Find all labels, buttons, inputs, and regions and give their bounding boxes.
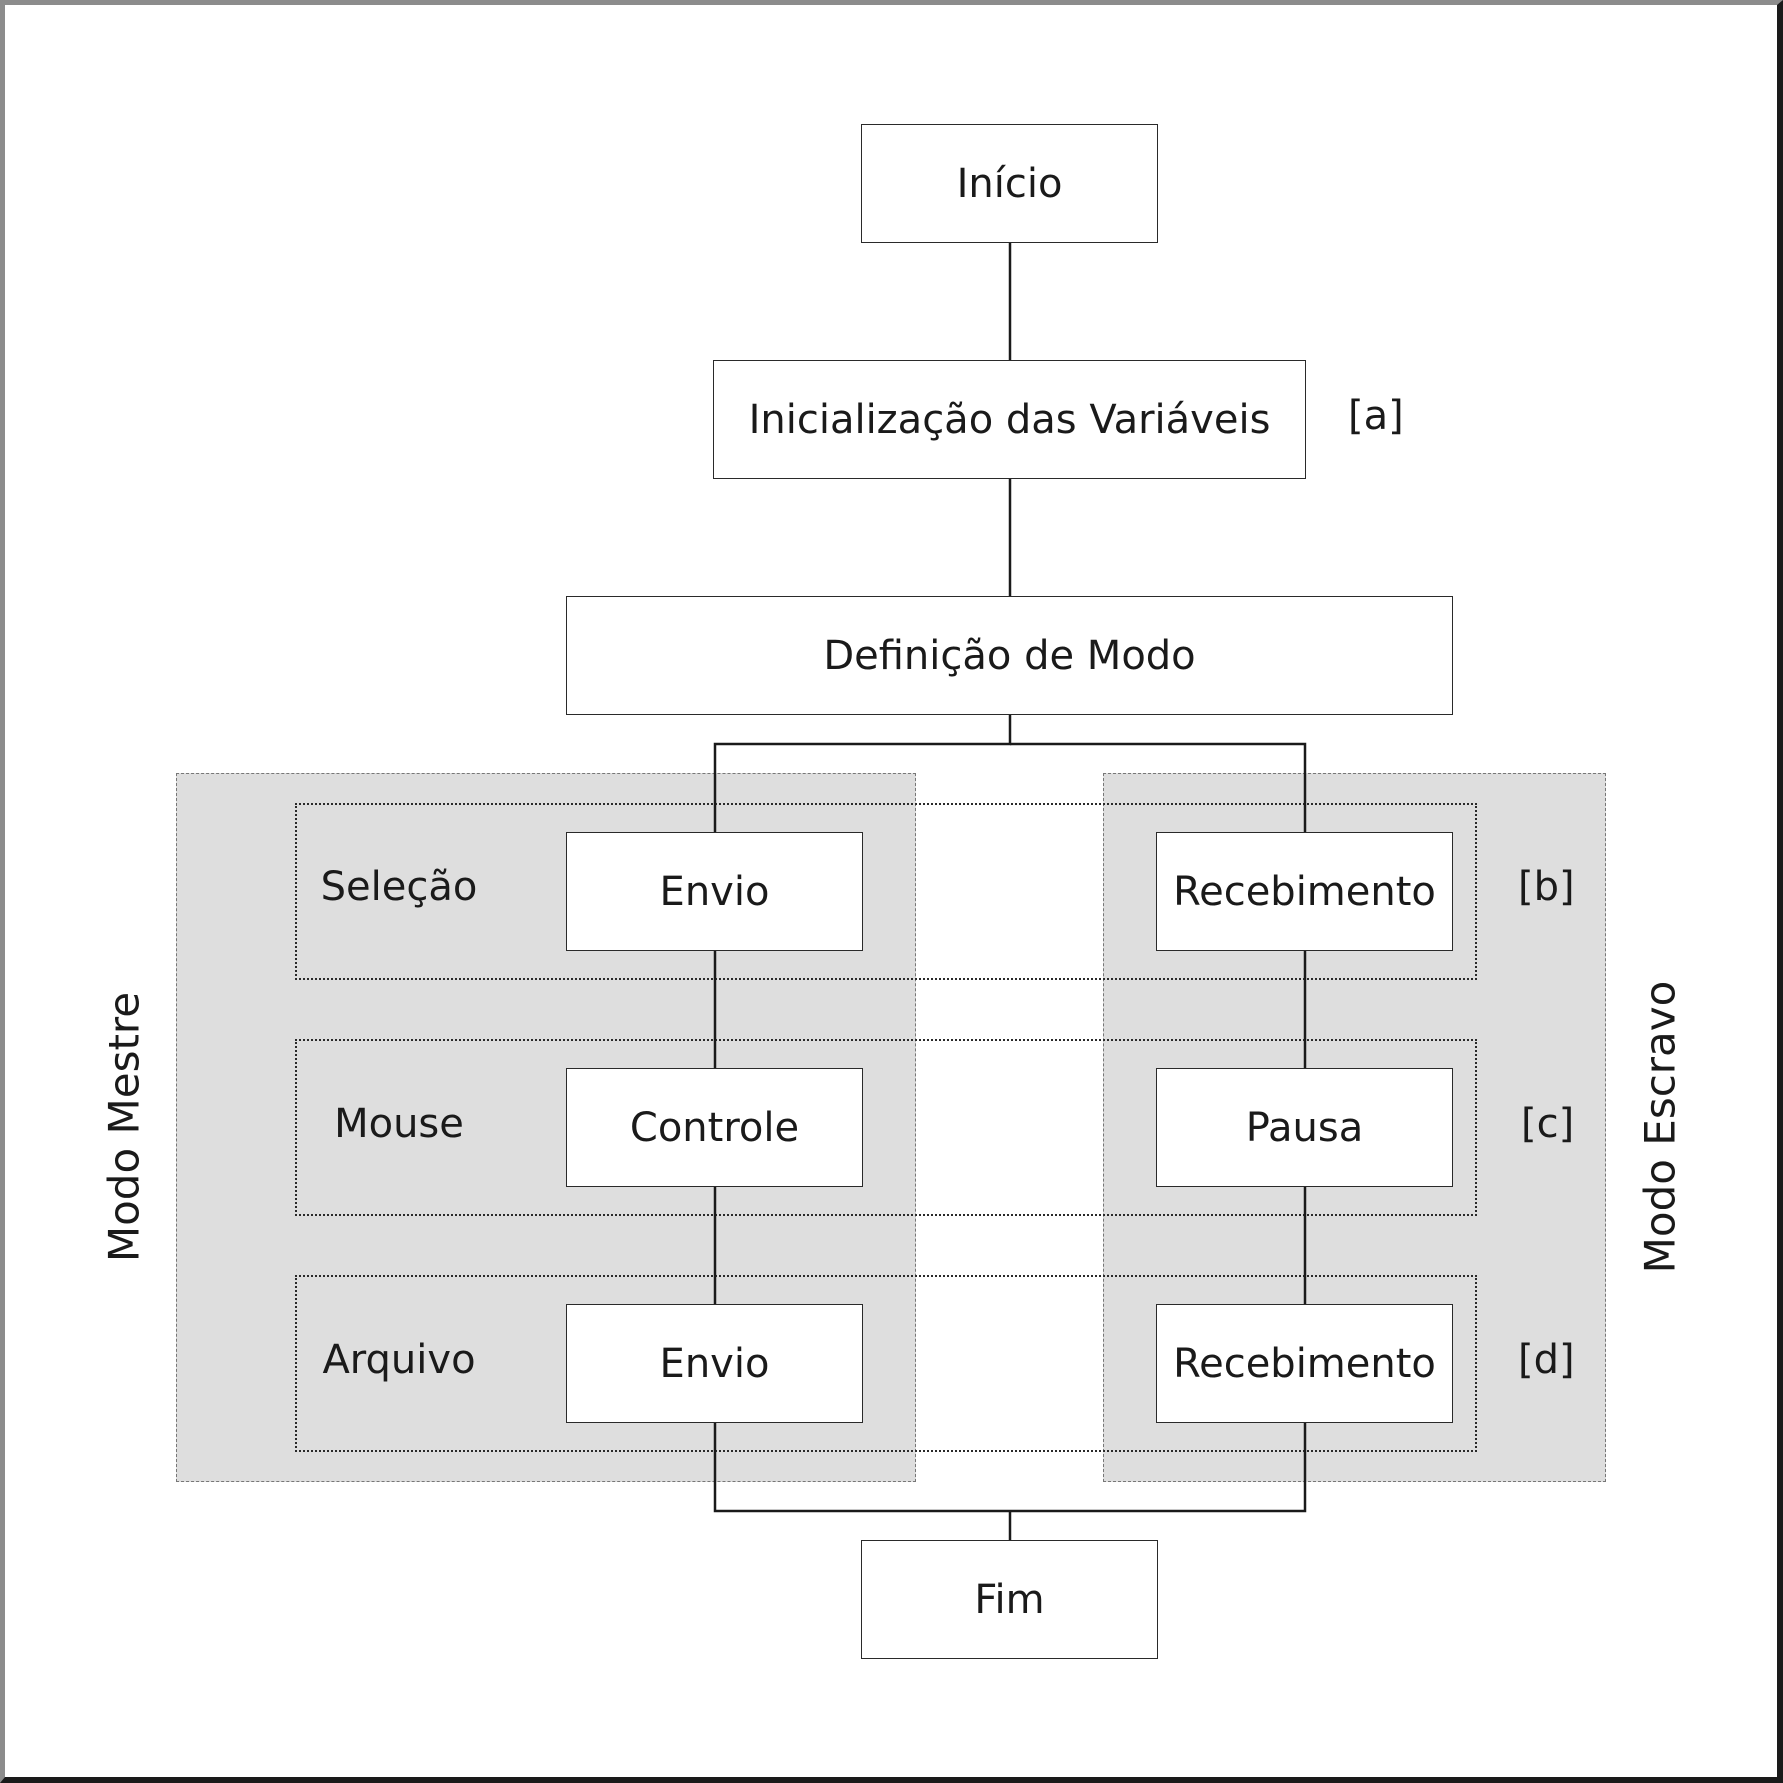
slave-mode-label: Modo Escravo [1635,980,1685,1274]
step-marker-b: [b] [1518,864,1575,910]
file-band [295,1275,1477,1452]
mouse-band-label: Mouse [334,1101,464,1147]
slave-receive-selection-node: Recebimento [1156,832,1453,951]
step-marker-d: [d] [1518,1337,1575,1383]
end-node: Fim [861,1540,1158,1659]
mode-definition-node: Definição de Modo [566,596,1453,715]
step-marker-c: [c] [1521,1101,1575,1147]
slave-pause-node: Pausa [1156,1068,1453,1187]
selection-band [295,803,1477,980]
selection-band-label: Seleção [320,864,478,910]
connector-definicao-branch [713,715,1012,832]
master-send-file-node: Envio [566,1304,863,1423]
mouse-band [295,1039,1477,1216]
file-band-label: Arquivo [322,1337,476,1383]
connector-merge-to-fim [713,1423,1307,1513]
master-send-selection-node: Envio [566,832,863,951]
step-marker-a: [a] [1348,393,1404,439]
connector-definicao-slave-branch [1010,742,1307,832]
master-control-node: Controle [566,1068,863,1187]
slave-receive-file-node: Recebimento [1156,1304,1453,1423]
master-mode-label: Modo Mestre [99,991,149,1263]
variable-initialization-node: Inicialização das Variáveis [713,360,1306,479]
start-node: Início [861,124,1158,243]
